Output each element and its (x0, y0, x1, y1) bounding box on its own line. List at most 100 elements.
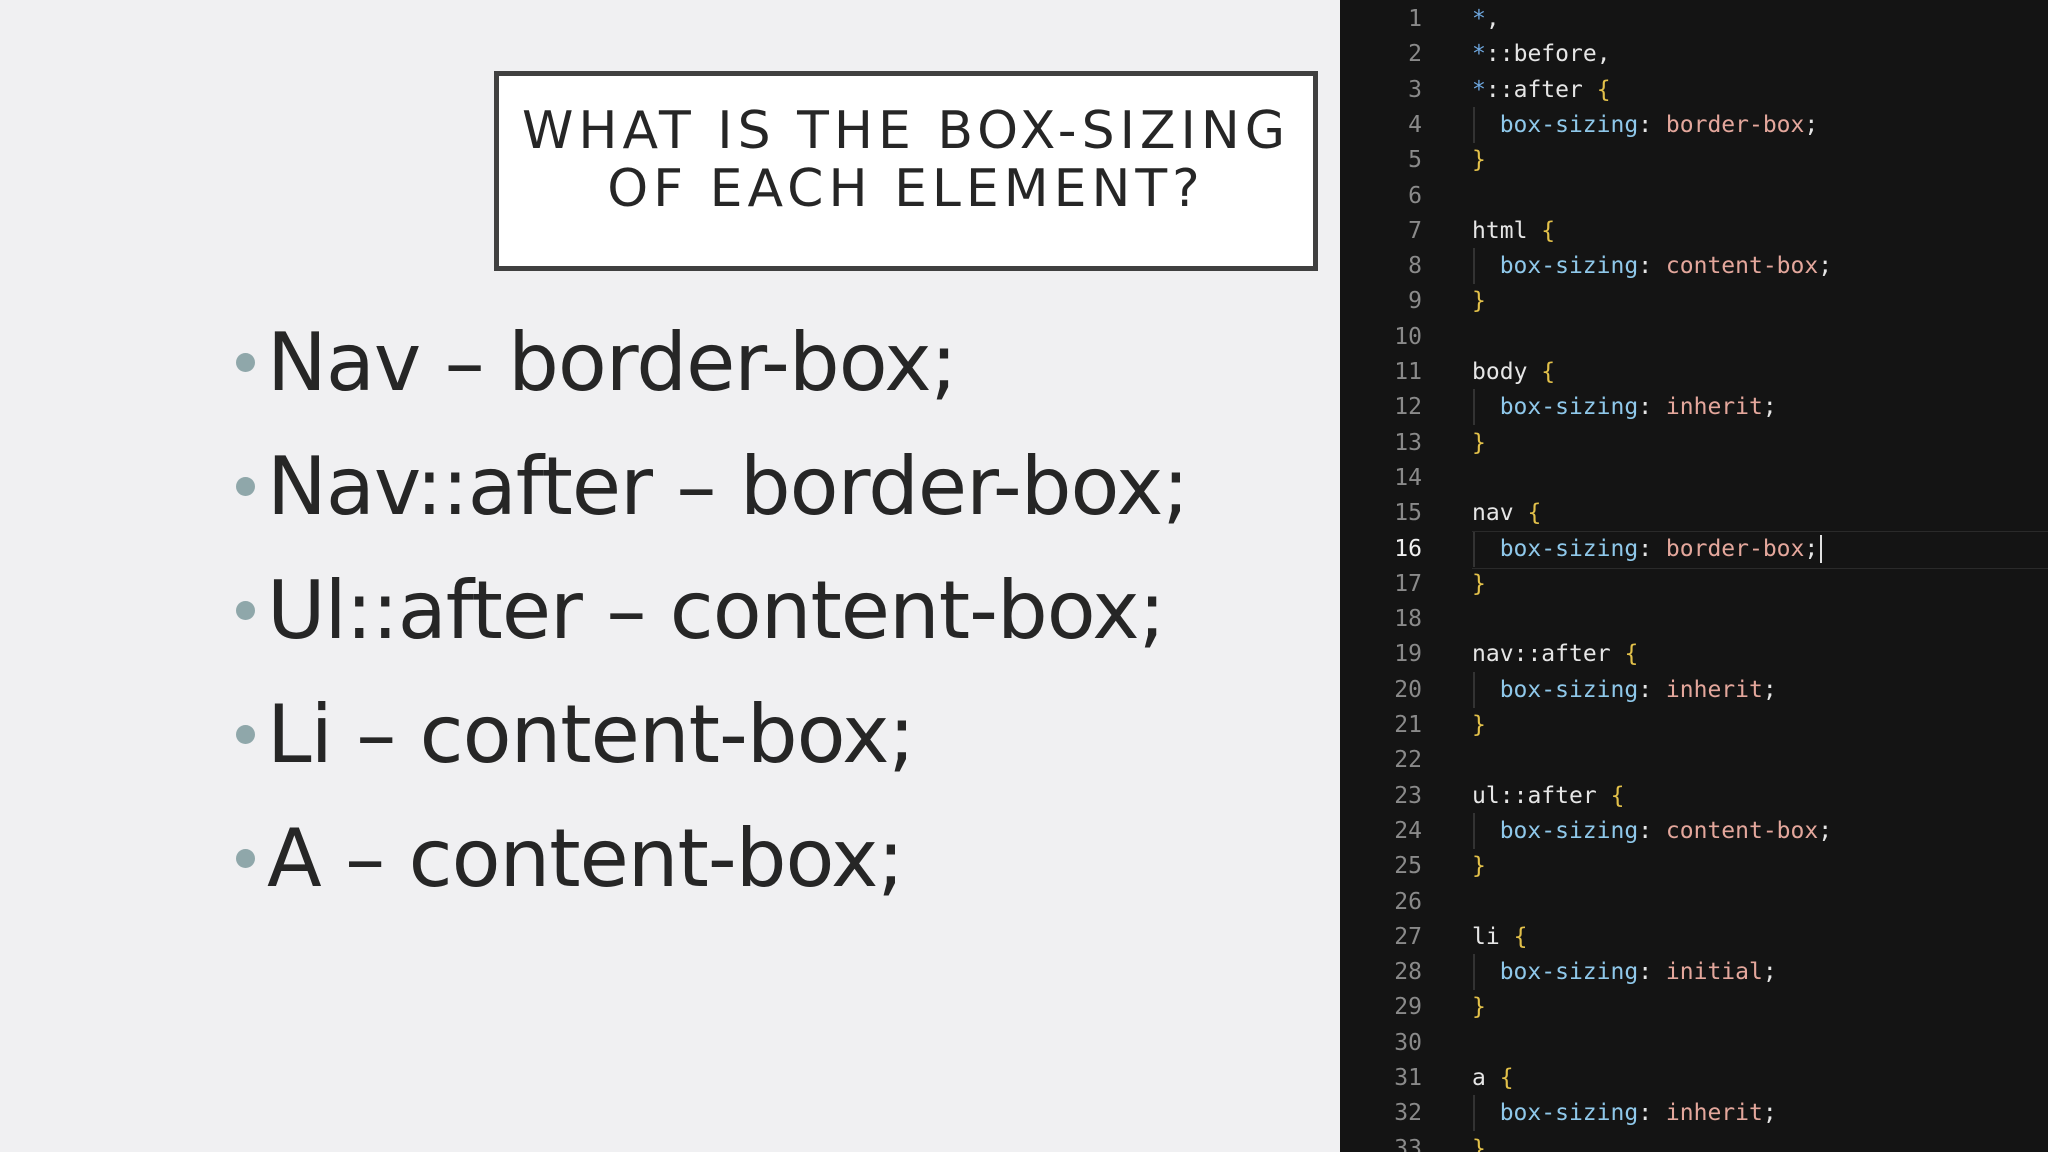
bullet-text: Nav::after – border-box; (267, 439, 1189, 533)
line-number: 9 (1408, 288, 1422, 315)
line-code[interactable]: } (1472, 712, 1486, 738)
bullet-text: Li – content-box; (267, 687, 915, 781)
line-code[interactable]: box-sizing: inherit; (1499, 1100, 1777, 1127)
code-line[interactable]: 26 (1340, 884, 2048, 920)
line-number: 30 (1394, 1029, 1422, 1056)
line-number: 1 (1408, 6, 1422, 32)
code-line[interactable]: 22 (1340, 742, 2048, 778)
indent-guide (1473, 671, 1475, 708)
indent-guide (1473, 106, 1475, 143)
line-code[interactable]: } (1472, 994, 1486, 1021)
line-number: 21 (1394, 712, 1422, 738)
code-line[interactable]: 1 *, (1340, 1, 2048, 37)
line-number: 13 (1394, 429, 1422, 456)
code-line[interactable]: 9} (1340, 283, 2048, 319)
indent-guide (1473, 530, 1475, 567)
line-code[interactable]: box-sizing: inherit; (1499, 394, 1777, 421)
code-line[interactable]: 6 (1340, 178, 2048, 214)
code-line[interactable]: 10 (1340, 319, 2048, 355)
line-code[interactable]: box-sizing: inherit; (1499, 676, 1777, 703)
line-code[interactable]: body { (1472, 359, 1556, 385)
line-number: 4 (1408, 111, 1422, 138)
code-line[interactable]: 13} (1340, 425, 2048, 461)
code-line[interactable]: 12 box-sizing: inherit; (1340, 389, 2048, 426)
line-code[interactable]: *::after { (1472, 76, 1611, 103)
line-code[interactable]: } (1472, 288, 1486, 315)
line-code[interactable]: } (1472, 570, 1486, 597)
code-line[interactable]: 20 box-sizing: inherit; (1340, 671, 2048, 708)
bullet-dot-icon (236, 848, 255, 868)
line-code[interactable]: nav::after { (1472, 641, 1639, 668)
line-code[interactable]: } (1472, 147, 1486, 174)
text-cursor (1820, 535, 1823, 563)
code-line[interactable]: 5} (1340, 142, 2048, 178)
line-number: 15 (1394, 500, 1422, 527)
bullet-text: A – content-box; (267, 811, 904, 905)
code-line[interactable]: 33} (1340, 1131, 2048, 1152)
code-line[interactable]: 19 nav::after { (1340, 636, 2048, 672)
line-code[interactable]: } (1472, 429, 1486, 456)
code-line[interactable]: 15 nav { (1340, 495, 2048, 531)
line-code[interactable]: } (1472, 853, 1486, 880)
code-line[interactable]: 17} (1340, 566, 2048, 602)
bullet-text: Nav – border-box; (267, 315, 957, 409)
line-number: 20 (1394, 676, 1422, 703)
code-line[interactable]: 29} (1340, 989, 2048, 1025)
line-number: 17 (1394, 570, 1422, 597)
code-line[interactable]: 18 (1340, 601, 2048, 637)
line-number: 33 (1394, 1135, 1422, 1152)
line-code[interactable]: box-sizing: content-box; (1499, 817, 1833, 844)
line-code[interactable]: ul::after { (1472, 782, 1625, 809)
line-code[interactable]: nav { (1472, 500, 1542, 527)
code-line[interactable]: 25} (1340, 848, 2048, 884)
line-code[interactable]: a { (1472, 1065, 1514, 1091)
line-number: 14 (1394, 464, 1422, 491)
indent-guide (1473, 389, 1475, 426)
line-number: 28 (1394, 959, 1422, 986)
code-line[interactable]: 16 box-sizing: border-box; (1340, 530, 2048, 569)
bullet-item: Nav::after – border-box; (236, 424, 1189, 548)
line-number: 29 (1394, 994, 1422, 1021)
line-number: 18 (1394, 606, 1422, 633)
line-code[interactable]: box-sizing: border-box; (1472, 531, 1823, 567)
code-line[interactable]: 32 box-sizing: inherit; (1340, 1095, 2048, 1132)
code-line[interactable]: 8 box-sizing: content-box; (1340, 248, 2048, 285)
line-number: 16 (1394, 535, 1422, 562)
code-line[interactable]: 2*::before, (1340, 36, 2048, 72)
code-line[interactable]: 24 box-sizing: content-box; (1340, 812, 2048, 849)
line-number: 19 (1394, 641, 1422, 668)
line-number: 23 (1394, 782, 1422, 809)
line-code[interactable]: *, (1472, 6, 1500, 32)
bullet-dot-icon (236, 352, 255, 372)
line-number: 10 (1394, 323, 1422, 350)
code-line[interactable]: 14 (1340, 460, 2048, 496)
code-editor-panel[interactable]: 1 *,2*::before,3 *::after {4 box-sizing: b… (1340, 0, 2048, 1152)
line-code[interactable]: box-sizing: initial; (1499, 959, 1777, 986)
line-code[interactable]: html { (1472, 217, 1556, 244)
code-line[interactable]: 3 *::after { (1340, 72, 2048, 108)
line-number: 5 (1408, 147, 1422, 174)
line-number: 22 (1394, 747, 1422, 774)
code-line[interactable]: 30 (1340, 1025, 2048, 1061)
line-number: 12 (1394, 394, 1422, 421)
code-line[interactable]: 23 ul::after { (1340, 778, 2048, 814)
indent-guide (1473, 812, 1475, 849)
line-code[interactable]: box-sizing: content-box; (1499, 253, 1833, 280)
line-number: 26 (1394, 888, 1422, 915)
line-code[interactable]: } (1472, 1135, 1486, 1152)
code-line[interactable]: 21} (1340, 707, 2048, 743)
line-code[interactable]: box-sizing: border-box; (1499, 111, 1819, 138)
bullet-dot-icon (236, 600, 255, 620)
line-number: 3 (1408, 76, 1422, 103)
code-line[interactable]: 28 box-sizing: initial; (1340, 954, 2048, 991)
code-line[interactable]: 4 box-sizing: border-box; (1340, 106, 2048, 143)
slide-title-line-2: OF EACH ELEMENT? (607, 159, 1205, 219)
line-code[interactable]: *::before, (1472, 41, 1611, 68)
line-code[interactable]: li { (1472, 923, 1528, 950)
bullet-item: Ul::after – content-box; (236, 548, 1188, 672)
